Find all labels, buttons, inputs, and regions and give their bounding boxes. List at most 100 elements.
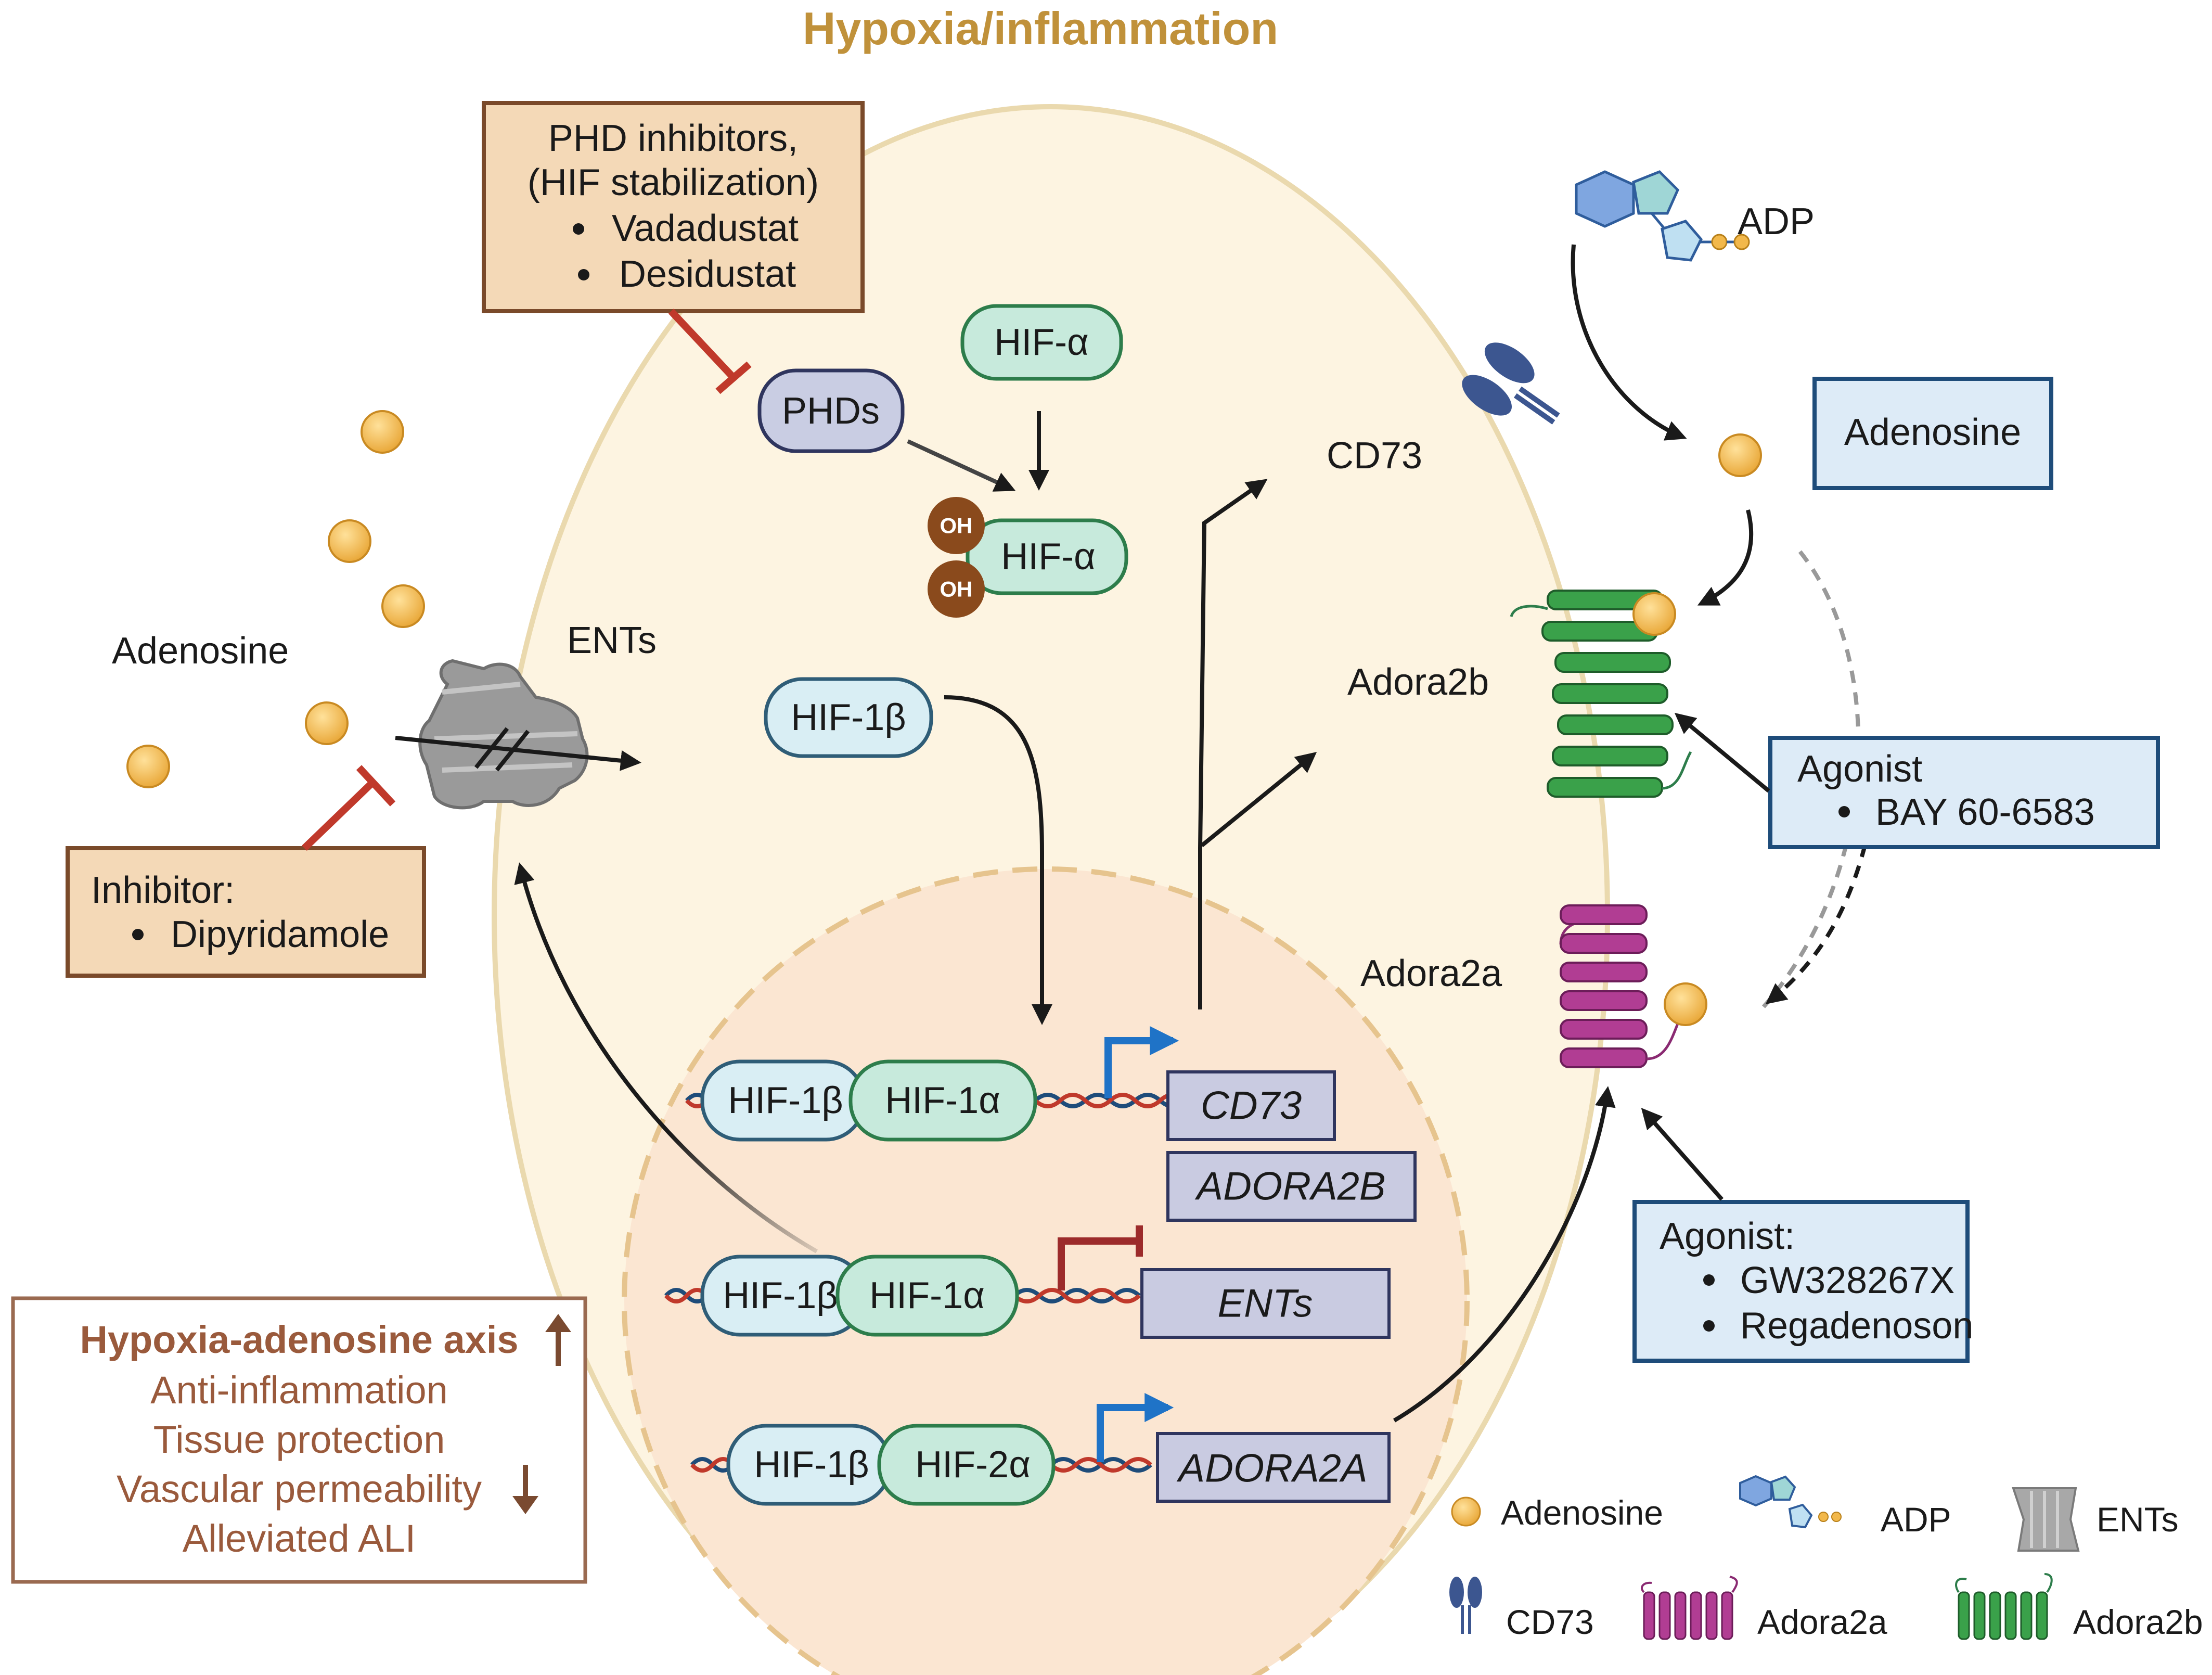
legend-adora2a-icon	[1641, 1576, 1738, 1640]
hif-1beta-row2-node: HIF-1β	[700, 1255, 866, 1337]
hif-2alpha-row3-node: HIF-2α	[877, 1424, 1056, 1506]
adenosine-icon	[381, 584, 425, 628]
summary-box: Hypoxia-adenosine axis Anti-inflammation…	[11, 1296, 587, 1584]
gene-ents-label: ENTs	[1217, 1282, 1313, 1326]
diagram-title: Hypoxia/inflammation	[803, 3, 1278, 54]
gene-ents-box: ENTs	[1140, 1268, 1391, 1339]
bullet-icon	[1703, 1274, 1715, 1286]
legend-adora2b-icon	[1955, 1573, 2053, 1640]
adora2a-label: Adora2a	[1360, 953, 1502, 994]
promoter-arrow-adora2a	[1097, 1393, 1174, 1462]
adora2b-receptor-icon	[1510, 590, 1692, 798]
hif-1beta-label: HIF-1β	[791, 697, 906, 738]
ents-block-mark	[474, 727, 530, 772]
summary-heading: Hypoxia-adenosine axis	[80, 1318, 518, 1361]
adenosine-icon	[305, 701, 349, 745]
hif-1beta-row1-label: HIF-1β	[728, 1080, 843, 1121]
bullet-icon	[1838, 806, 1850, 817]
legend-cd73-icon	[1449, 1577, 1482, 1634]
phd-inhibitor-box: PHD inhibitors, (HIF stabilization) Vada…	[482, 101, 865, 313]
adora2b-agonist-box: Agonist BAY 60-6583	[1768, 736, 2160, 849]
phd-inhibition-line	[668, 309, 738, 381]
summary-line-2: Tissue protection	[153, 1418, 445, 1461]
hif-alpha-hydroxylated-label: HIF-α	[1001, 536, 1096, 578]
phds-label: PHDs	[782, 390, 880, 432]
adora2a-receptor-icon	[1559, 904, 1682, 1068]
adenosine-icon	[328, 519, 371, 563]
gene-adora2a-box: ADORA2A	[1156, 1432, 1391, 1503]
adenosine-uptake-arrow	[395, 736, 641, 771]
legend-cd73-label: CD73	[1506, 1603, 1594, 1641]
hif-alpha-hydroxylated-node: HIF-α OH OH	[928, 497, 1128, 618]
bullet-icon	[132, 929, 144, 940]
adora2a-agonist-arrow	[1641, 1108, 1724, 1201]
adenosine-icon	[126, 745, 170, 788]
hif-1beta-row3-node: HIF-1β	[726, 1424, 892, 1506]
promoter-arrow-cd73	[1104, 1026, 1179, 1098]
oh-label-1: OH	[940, 514, 973, 538]
hif-alpha-top-node: HIF-α	[960, 304, 1123, 381]
adora2a-agonist-item-2: Regadenoson	[1740, 1305, 1973, 1347]
hif-1beta-node: HIF-1β	[764, 677, 933, 758]
phd-inhibition-bar	[715, 361, 752, 394]
summary-line-3: Vascular permeability	[117, 1467, 482, 1511]
legend: Adenosine ADP ENTs CD73	[1449, 1475, 2203, 1641]
gene-adora2b-box: ADORA2B	[1166, 1151, 1417, 1222]
phds-to-hif-arrow	[907, 439, 1016, 492]
adenosine-to-adora2a-dashed-arrow-end	[1765, 780, 1880, 1004]
adora2b-agonist-title: Agonist	[1797, 748, 1922, 790]
hif-2alpha-row3-label: HIF-2α	[915, 1444, 1031, 1486]
ent-inhibitor-box: Inhibitor: Dipyridamole	[66, 846, 426, 978]
trend-down-arrow-icon	[512, 1465, 538, 1514]
ent-inhibition-line	[302, 777, 377, 851]
legend-adora2b-label: Adora2b	[2073, 1603, 2203, 1641]
adora2a-agonist-title: Agonist:	[1660, 1216, 1795, 1257]
legend-adora2a-label: Adora2a	[1757, 1603, 1887, 1641]
hif-1beta-row1-node: HIF-1β	[700, 1059, 866, 1142]
adora2a-gene-to-receptor-arrow	[1393, 1086, 1616, 1423]
adenosine-bound-adora2b-icon	[1632, 592, 1676, 636]
adenosine-icon	[361, 410, 404, 454]
hif-1alpha-row2-label: HIF-1α	[869, 1275, 985, 1316]
legend-ents-label: ENTs	[2097, 1500, 2179, 1539]
adenosine-to-adora2b-arrow	[1697, 509, 1754, 606]
adenosine-box: Adenosine	[1812, 377, 2053, 490]
phd-inhibitor-title-1: PHD inhibitors,	[548, 118, 798, 159]
adp-to-adenosine-arrow	[1571, 244, 1687, 441]
adenosine-icon	[1718, 433, 1762, 477]
legend-adp-icon	[1739, 1475, 1842, 1529]
gene-adora2a-label: ADORA2A	[1176, 1447, 1367, 1491]
ent-inhibition-bar	[356, 765, 396, 807]
ent-inhibitor-title: Inhibitor:	[91, 870, 235, 911]
gene-output-arrow-cd73	[1198, 479, 1268, 1009]
repression-mark-ents	[1058, 1237, 1139, 1290]
adora2b-agonist-arrow	[1674, 712, 1770, 793]
gene-output-arrow-adora2b	[1200, 751, 1317, 848]
adora2a-agonist-box: Agonist: GW328267X Regadenoson	[1632, 1200, 1973, 1363]
hif-1alpha-row2-node: HIF-1α	[835, 1255, 1019, 1337]
legend-adp-label: ADP	[1881, 1500, 1951, 1539]
hif-1beta-curve	[944, 695, 1044, 854]
phd-inhibitor-item-1: Vadadustat	[612, 208, 799, 249]
phd-inhibitor-item-2: Desidustat	[619, 253, 796, 295]
adenosine-outside-label: Adenosine	[112, 630, 289, 672]
hif-1alpha-row1-label: HIF-1α	[885, 1080, 1000, 1121]
oh-group-icon	[928, 560, 985, 618]
adora2b-label: Adora2b	[1347, 661, 1489, 703]
ent-inhibitor-item: Dipyridamole	[171, 914, 389, 955]
adenosine-bound-adora2a-icon	[1664, 982, 1707, 1026]
cd73-icon	[1462, 342, 1560, 425]
hif-1alpha-row1-node: HIF-1α	[848, 1059, 1037, 1142]
summary-line-4: Alleviated ALI	[183, 1517, 416, 1560]
legend-adenosine-label: Adenosine	[1501, 1493, 1663, 1532]
gene-cd73-label: CD73	[1201, 1084, 1302, 1128]
legend-ents-icon	[2012, 1487, 2080, 1552]
adenosine-box-label: Adenosine	[1844, 412, 2021, 453]
hif-1beta-row3-label: HIF-1β	[754, 1444, 869, 1486]
legend-adenosine-icon	[1451, 1497, 1481, 1527]
adp-label: ADP	[1738, 201, 1815, 242]
adora2b-agonist-item: BAY 60-6583	[1875, 791, 2095, 833]
adora2a-agonist-item-1: GW328267X	[1740, 1260, 1954, 1301]
